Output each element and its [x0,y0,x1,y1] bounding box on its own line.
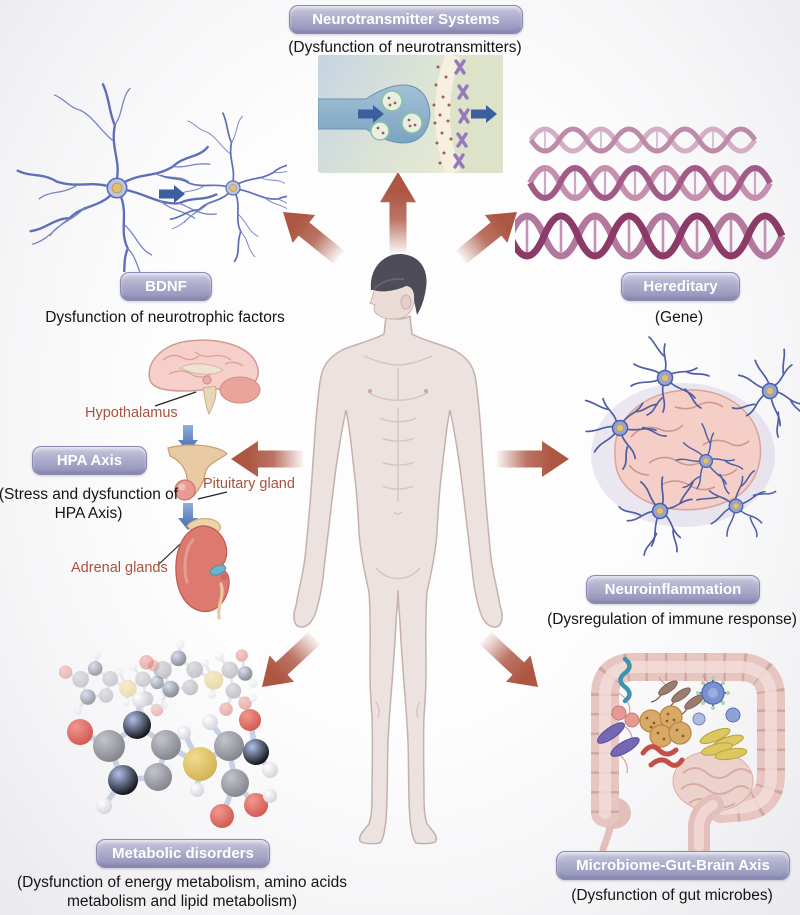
dna-helix-illustration [515,126,786,260]
subtitle-neuroinflammation: (Dysregulation of immune response) [547,611,797,628]
brain-microglia-illustration [569,336,800,566]
neuron-to-neuron-arrow-icon [159,185,185,203]
subtitle-bdnf: Dysfunction of neurotrophic factors [45,309,285,326]
dna-strand [527,165,773,201]
dna-strand [528,126,758,154]
healthy-neuron [16,83,218,272]
colon [591,653,785,860]
annotation-pituitary-gland: Pituitary gland [203,476,295,492]
spiral-bacterium [618,656,632,704]
label-hereditary: Hereditary [621,272,740,301]
cocci-cluster [639,705,692,748]
synapse-illustration [318,55,503,173]
purple-rods [597,722,640,757]
pituitary-gland [167,444,228,501]
label-neurotransmitter-systems: Neurotransmitter Systems [289,5,523,34]
human-figure-illustration [293,253,503,845]
neuron-pair-illustration [16,83,287,272]
synaptic-vesicles [370,90,423,141]
subtitle-metabolic: (Dysfunction of energy metabolism, amino… [17,874,347,910]
human-body [293,314,503,845]
label-metabolic-disorders: Metabolic disorders [96,839,270,868]
label-microbiome-gut-brain-axis: Microbiome-Gut-Brain Axis [556,851,790,880]
label-hpa-axis: HPA Axis [32,446,147,475]
virus-particles [692,676,741,726]
human-head [369,253,427,320]
brain-sagittal [148,339,261,416]
label-neuroinflammation: Neuroinflammation [586,575,760,604]
gut-microbiome-illustration [591,653,785,860]
annotation-adrenal-glands: Adrenal glands [71,560,168,576]
annotation-hypothalamus: Hypothalamus [85,405,178,421]
neurotransmitter-dots [432,65,453,165]
hair [370,253,427,315]
label-bdnf: BDNF [120,272,212,301]
dna-strand [515,212,786,260]
red-spiral-bacteria [640,744,685,768]
subtitle-hpa: (Stress and dysfunction of HPA Axis) [0,486,179,522]
atrophied-neuron [160,112,287,263]
molecule-model-illustration [57,638,287,837]
hypothalamus-region [202,375,212,385]
hpa-organs-illustration [148,339,261,620]
molecule [67,692,278,828]
subtitle-hereditary: (Gene) [654,309,704,326]
subtitle-neurotransmitter: (Dysfunction of neurotransmitters) [288,39,522,56]
subtitle-microbiome: (Dysfunction of gut microbes) [571,887,773,904]
up-arrow-icon [380,172,416,253]
pink-cocci [611,705,640,728]
yellow-bacteria [699,727,748,761]
adrenal-gland-kidney [175,517,230,620]
